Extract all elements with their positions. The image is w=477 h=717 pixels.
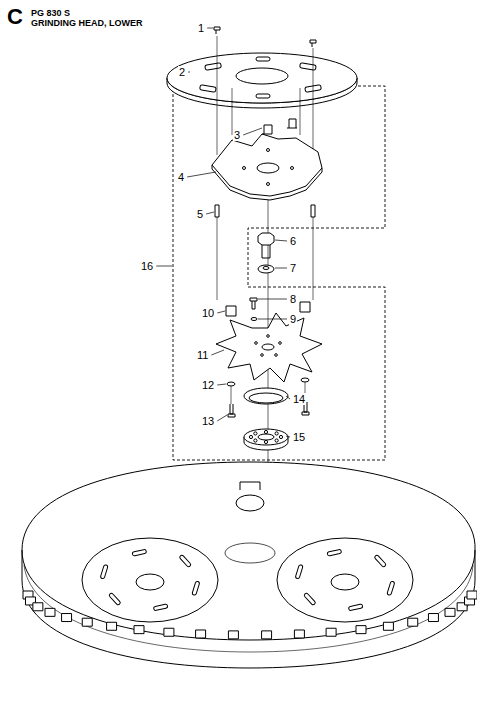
leader-line — [275, 240, 287, 241]
housing-detail — [62, 614, 72, 622]
housing-detail — [109, 593, 121, 606]
leader-line — [188, 72, 190, 73]
housing-detail — [107, 622, 117, 630]
housing-detail — [45, 608, 55, 616]
housing-detail — [262, 631, 272, 639]
housing-detail — [179, 554, 191, 567]
diagram-heading: GRINDING HEAD, LOWER — [30, 18, 144, 28]
group-outline — [173, 86, 385, 460]
model-heading: PG 830 S — [30, 8, 71, 18]
callout-number: 11 — [196, 349, 209, 361]
callout-number: 14 — [292, 393, 306, 405]
leader-line — [243, 128, 262, 135]
carrier-plate — [212, 119, 322, 200]
housing-detail — [153, 604, 168, 611]
housing-detail — [408, 618, 418, 626]
gear-tooth — [275, 432, 278, 435]
gear-tooth — [249, 435, 252, 438]
housing-detail — [356, 626, 366, 634]
grinding-head-housing — [22, 462, 477, 668]
housing-detail — [326, 628, 336, 636]
callout-number: 8 — [289, 293, 297, 305]
gear-tooth — [254, 439, 257, 442]
housing-detail — [134, 626, 144, 634]
housing-detail — [327, 549, 342, 556]
gear-tooth — [275, 439, 278, 442]
leader-line — [286, 396, 290, 399]
housing-detail — [445, 608, 455, 616]
figure-letter: C — [6, 6, 24, 28]
callout-number: 9 — [289, 313, 297, 325]
housing-detail — [192, 581, 200, 596]
callout-number: 13 — [201, 415, 215, 427]
leader-line — [258, 299, 287, 300]
housing-detail — [467, 591, 477, 599]
leader-line — [217, 415, 227, 421]
callout-number: 16 — [140, 260, 154, 272]
leader-line — [217, 384, 226, 385]
gear-tooth — [254, 432, 257, 435]
housing-detail — [196, 630, 206, 638]
gear-tooth — [264, 440, 267, 443]
callout-number: 6 — [289, 235, 297, 247]
housing-detail — [100, 564, 108, 579]
callout-number: 1 — [197, 22, 205, 34]
housing-detail — [387, 581, 395, 596]
leader-line — [206, 212, 214, 214]
callout-number: 7 — [289, 262, 297, 274]
callout-number: 15 — [292, 431, 306, 443]
housing-detail — [383, 622, 393, 630]
leader-line — [286, 436, 290, 437]
housing-detail — [164, 628, 174, 636]
housing-detail — [33, 603, 43, 611]
center-bolt — [258, 233, 274, 273]
callout-number: 5 — [196, 208, 204, 220]
leader-line — [211, 350, 224, 355]
housing-detail — [294, 630, 304, 638]
callout-number: 12 — [201, 379, 215, 391]
housing-detail — [304, 593, 316, 606]
housing-detail — [348, 604, 363, 611]
leader-line — [187, 172, 216, 177]
leader-line — [258, 319, 287, 320]
housing-detail — [374, 554, 386, 567]
gear-tooth — [264, 430, 267, 433]
gear-tooth — [279, 435, 282, 438]
housing-detail — [82, 618, 92, 626]
housing-detail — [295, 564, 303, 579]
callout-number: 4 — [177, 171, 185, 183]
leader-line — [275, 268, 287, 269]
housing-detail — [428, 614, 438, 622]
callout-number: 3 — [233, 129, 241, 141]
housing-detail — [132, 549, 147, 556]
callout-number: 2 — [178, 66, 186, 78]
housing-detail — [228, 631, 238, 639]
leader-line — [156, 266, 172, 267]
leader-line — [207, 28, 213, 29]
drive-plate — [216, 313, 322, 382]
gear — [244, 429, 288, 450]
callout-number: 10 — [201, 307, 215, 319]
top-plate — [167, 53, 357, 108]
leader-line — [217, 311, 225, 313]
